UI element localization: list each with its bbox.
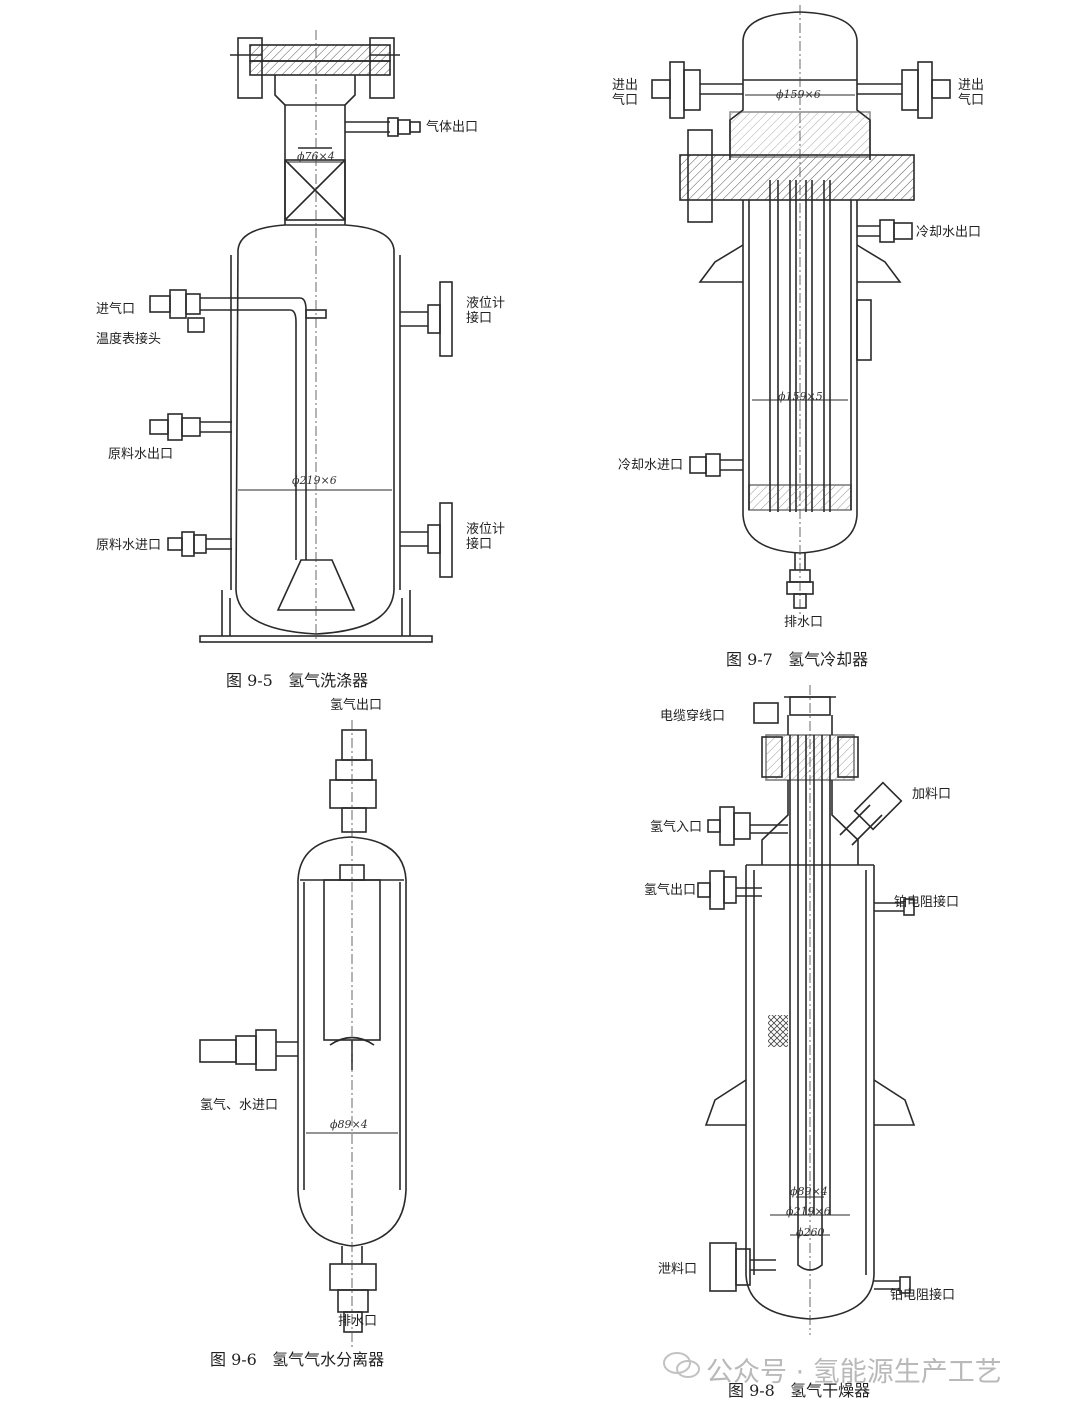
dim-dryer-shell: ϕ219×6 [786, 1205, 831, 1218]
caption-fig-9-7: 图 9-7 氢气冷却器 [726, 650, 869, 669]
label-drain: 排水口 [784, 615, 824, 630]
label-raw-water-inlet: 原料水进口 [96, 538, 162, 553]
label-gas-inlet: 进气口 [96, 302, 136, 317]
separator-drawing [199, 720, 407, 1350]
label-hydrogen-inlet: 氢气入口 [650, 820, 703, 835]
label-hydrogen-outlet: 氢气出口 [330, 698, 383, 713]
label-hydrogen-water-inlet: 氢气、水进口 [200, 1098, 279, 1113]
label-level-gauge-lower: 液位计 接口 [466, 522, 506, 552]
figure-9-5: ϕ76×4 ϕ219×6 气体出口 进气口 温度表接头 原料水出口 原料水进口 … [0, 0, 540, 700]
label-level-gauge-upper: 液位计 接口 [466, 296, 506, 326]
label-cooling-water-inlet: 冷却水进口 [618, 458, 684, 473]
label-gas-port-left: 进出 气口 [612, 78, 639, 108]
label-feed-port: 加料口 [912, 787, 952, 802]
label-cooling-water-outlet: 冷却水出口 [916, 225, 982, 240]
wechat-icon [663, 1352, 700, 1378]
dim-shell: ϕ219×6 [292, 474, 337, 487]
caption-fig-9-8: 图 9-8 氢气干燥器 [728, 1381, 871, 1400]
scrubber-drawing [149, 30, 453, 643]
dim-shell-cooler: ϕ159×5 [778, 390, 823, 403]
dim-neck: ϕ76×4 [297, 150, 335, 163]
label-discharge-port: 泄料口 [658, 1262, 698, 1277]
dim-inner-tube: ϕ89×4 [790, 1185, 828, 1198]
dryer-drawing [697, 685, 916, 1335]
caption-fig-9-6: 图 9-6 氢气气水分离器 [210, 1350, 385, 1369]
label-thermometer-joint: 温度表接头 [96, 332, 162, 347]
label-raw-water-outlet: 原料水出口 [108, 447, 174, 462]
dim-head: ϕ159×6 [776, 88, 821, 101]
figure-9-7: ϕ159×6 ϕ159×5 进出 气口 进出 气口 冷却水出口 冷却水进口 排水… [540, 0, 1080, 690]
watermark-text: 公众号 · 氢能源生产工艺 [706, 1357, 1002, 1388]
caption-fig-9-5: 图 9-5 氢气洗涤器 [226, 671, 369, 690]
label-gas-outlet: 气体出口 [426, 120, 479, 135]
figure-9-8: ϕ89×4 ϕ219×6 ϕ260 电缆穿线口 加料口 氢气入口 氢气出口 铂电… [540, 675, 1080, 1413]
dim-outer: ϕ260 [796, 1226, 825, 1239]
label-gas-port-right: 进出 气口 [958, 78, 985, 108]
label-pt-resistance-upper: 铂电阻接口 [894, 895, 960, 910]
label-pt-resistance-lower: 铂电阻接口 [890, 1288, 956, 1303]
figure-9-6: ϕ89×4 氢气出口 氢气、水进口 排水口 图 9-6 氢气气水分离器 [0, 690, 540, 1413]
dim-separator: ϕ89×4 [330, 1118, 368, 1131]
cooler-drawing [651, 5, 951, 615]
label-hydrogen-outlet-dryer: 氢气出口 [644, 883, 697, 898]
label-drain-separator: 排水口 [338, 1314, 378, 1329]
label-cable-port: 电缆穿线口 [660, 709, 726, 724]
